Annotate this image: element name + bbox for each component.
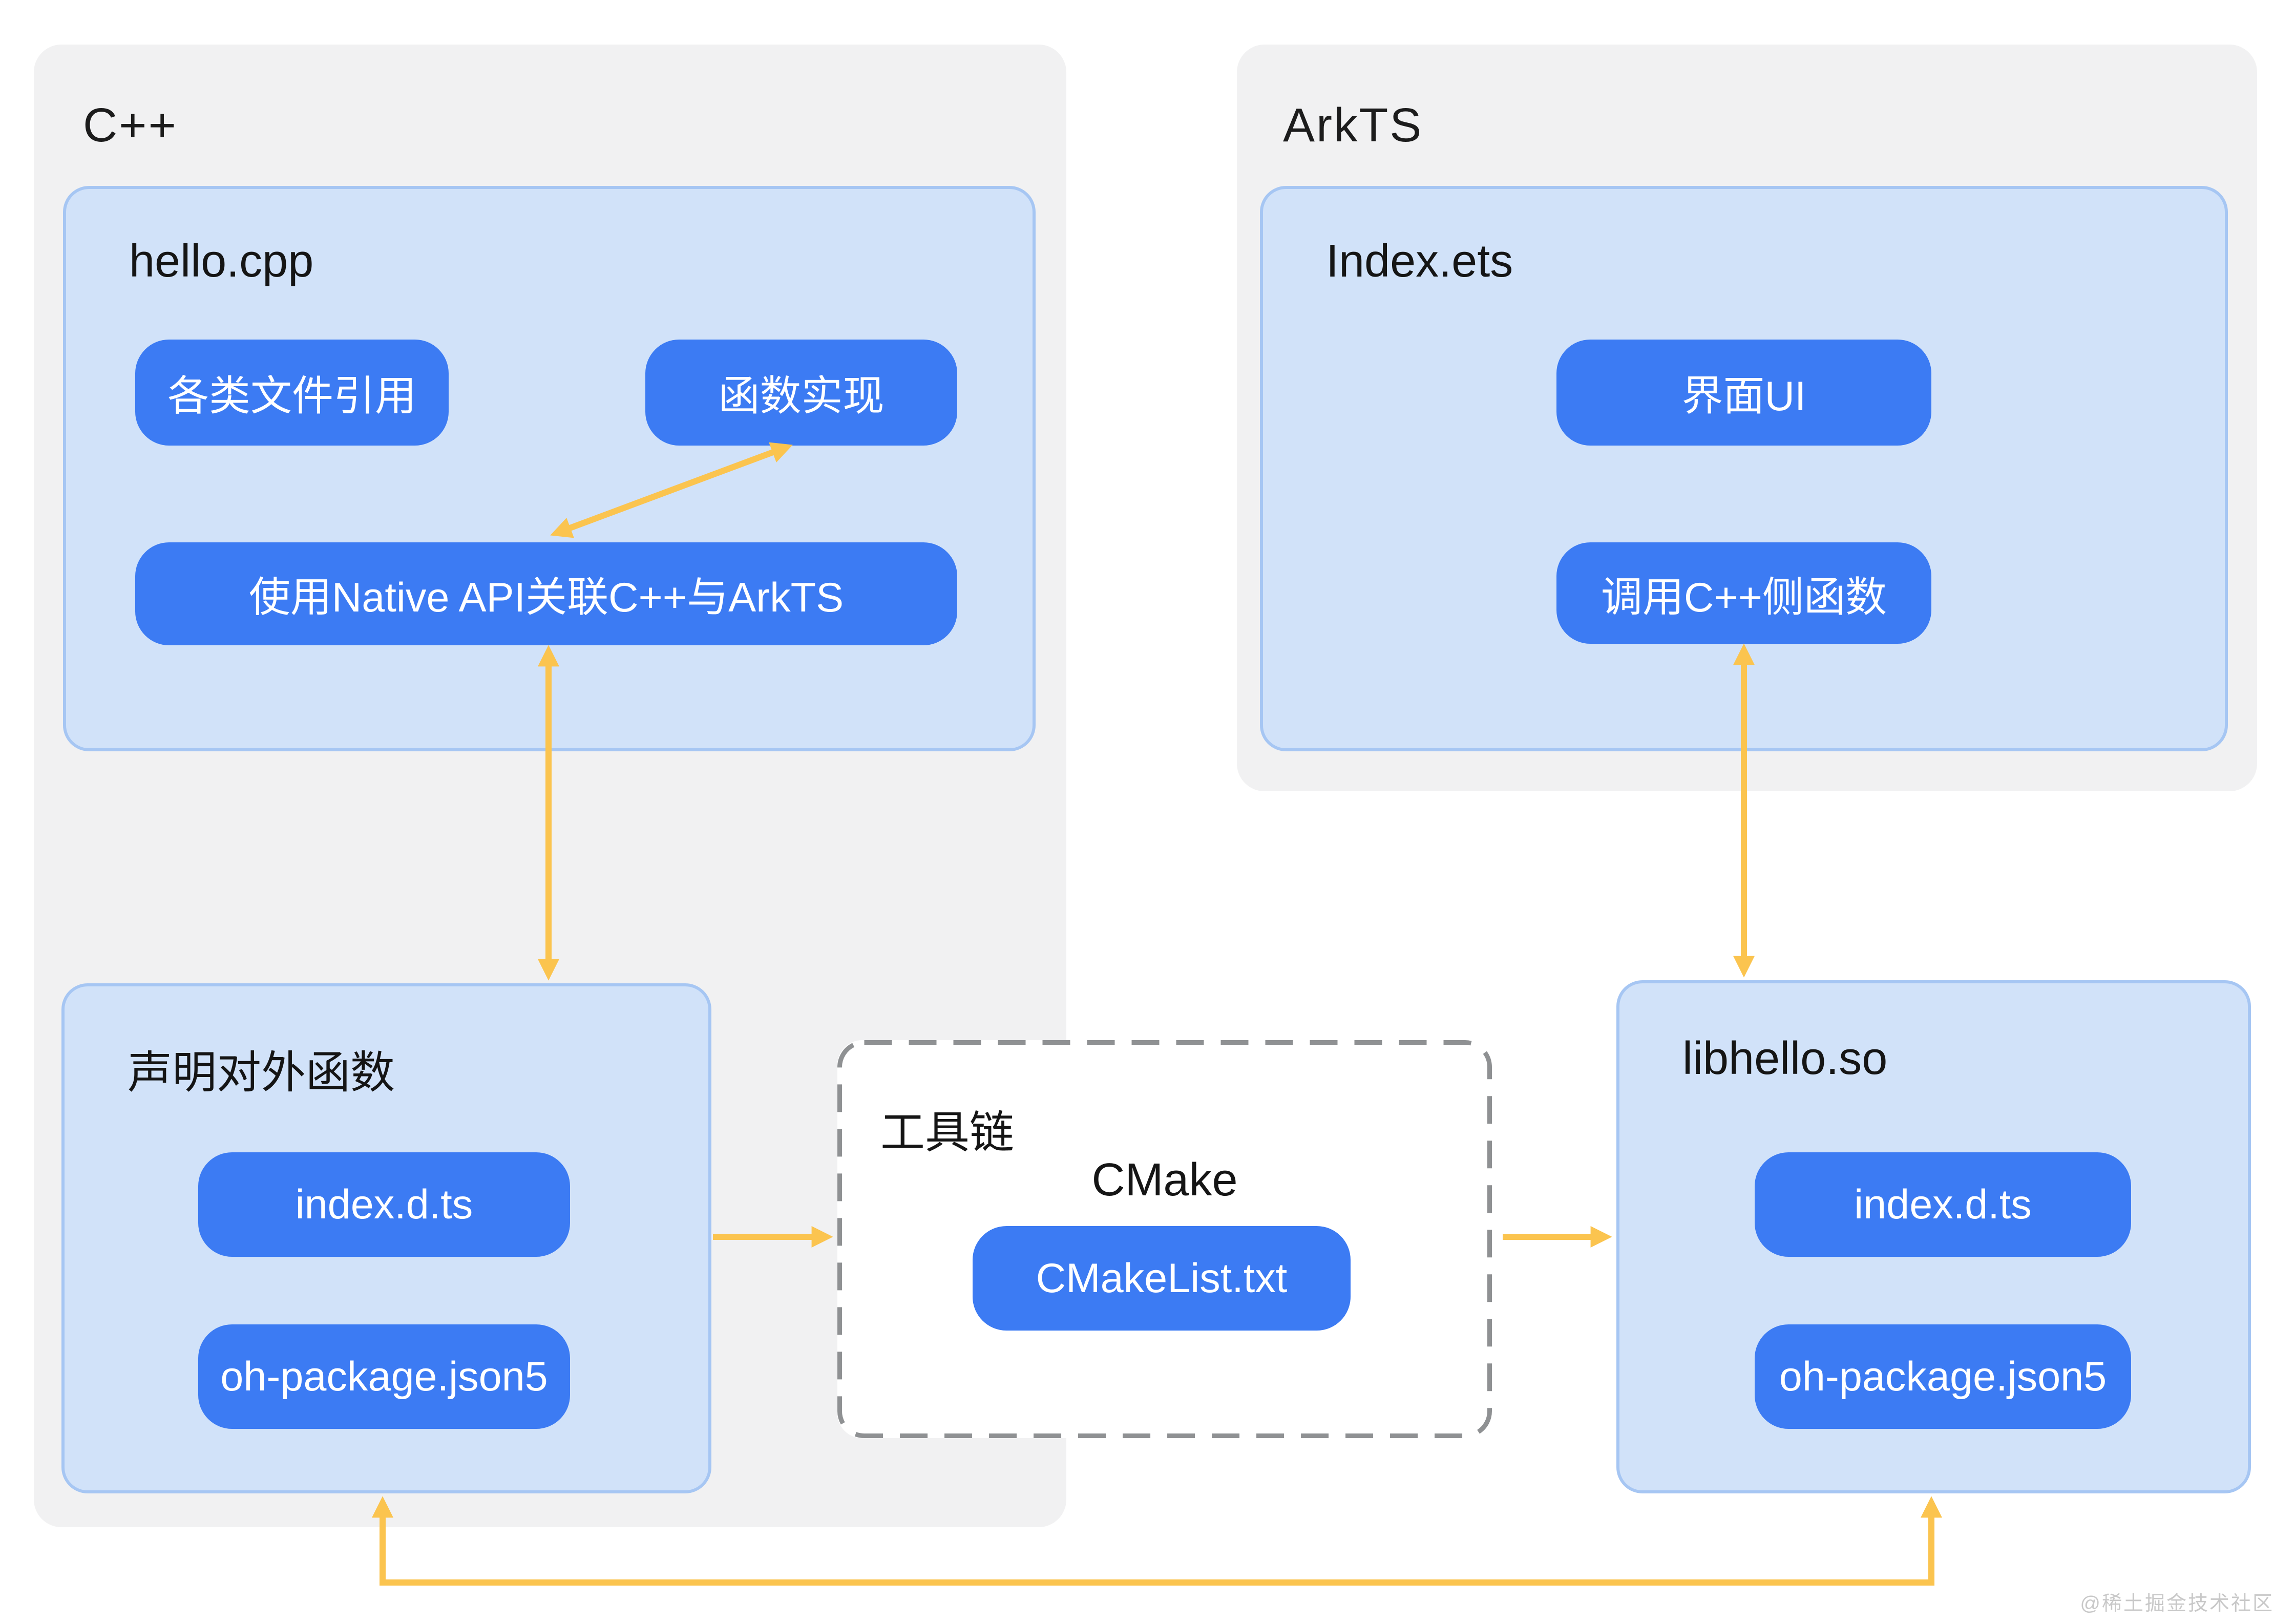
hello-cpp-title: hello.cpp [129, 237, 314, 287]
cmake-title: CMake [1091, 1155, 1238, 1206]
cpp-group-label: C++ [83, 98, 178, 152]
toolchain-label: 工具链 [880, 1109, 1015, 1158]
libhello-title: libhello.so [1682, 1034, 1888, 1085]
hello-cpp-box: hello.cpp 各类文件引用 函数实现 使用Native API关联C++与… [63, 186, 1036, 751]
pill-oh-package-left: oh-package.json5 [198, 1324, 570, 1429]
cpp-group: C++ hello.cpp 各类文件引用 函数实现 使用Native API关联… [34, 45, 1066, 1527]
arkts-group: ArkTS Index.ets 界面UI 调用C++侧函数 [1237, 45, 2257, 791]
pill-oh-package-right: oh-package.json5 [1755, 1324, 2131, 1429]
pill-file-references: 各类文件引用 [135, 340, 449, 446]
pill-cmakelist: CMakeList.txt [973, 1226, 1351, 1331]
declare-functions-box: 声明对外函数 index.d.ts oh-package.json5 [61, 983, 711, 1493]
pill-native-api-bridge: 使用Native API关联C++与ArkTS [135, 542, 957, 645]
index-ets-box: Index.ets 界面UI 调用C++侧函数 [1260, 186, 2228, 751]
watermark: @稀土掘金技术社区 [2080, 1592, 2274, 1615]
libhello-box: libhello.so index.d.ts oh-package.json5 [1616, 980, 2251, 1493]
declare-functions-title: 声明对外函数 [128, 1049, 395, 1099]
pill-function-implementation: 函数实现 [645, 340, 957, 446]
arkts-group-label: ArkTS [1283, 98, 1423, 152]
pill-ui: 界面UI [1556, 340, 1931, 446]
index-ets-title: Index.ets [1326, 237, 1513, 287]
pill-index-dts-left: index.d.ts [198, 1152, 570, 1257]
pill-index-dts-right: index.d.ts [1755, 1152, 2131, 1257]
pill-call-cpp-function: 调用C++侧函数 [1556, 542, 1931, 644]
